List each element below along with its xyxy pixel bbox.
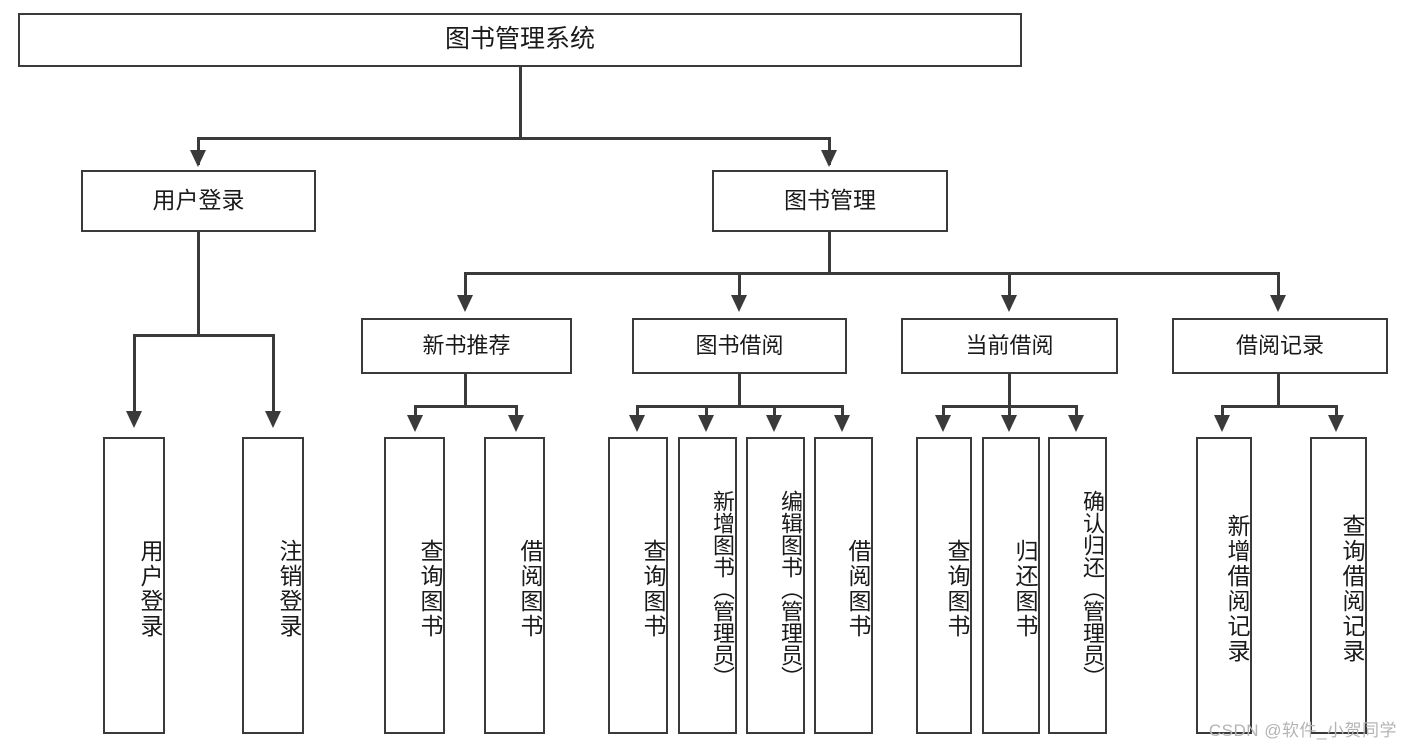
arrow-to-leaf-borrow-book-nbr <box>508 415 524 432</box>
edge-book-borrow-stem <box>738 374 741 408</box>
edge-borrow-record-bar <box>1221 405 1338 408</box>
edge-to-borrow-record <box>1277 272 1280 304</box>
edge-borrow-record-stem <box>1277 374 1280 408</box>
node-borrow-record[interactable]: 借阅记录 <box>1172 318 1388 374</box>
leaf-query-book-borrow[interactable]: 查询图书 <box>608 437 668 734</box>
csdn-watermark: CSDN @软件_小贺同学 <box>1208 721 1397 740</box>
edge-nbr-to-leaf-2 <box>515 405 518 420</box>
leaf-query-book-current[interactable]: 查询图书 <box>916 437 972 734</box>
edge-current-borrow-stem <box>1008 374 1011 408</box>
arrow-to-leaf-borrow-book-bb <box>834 415 850 432</box>
edge-bb-to-leaf-3 <box>773 405 776 420</box>
edge-user-login-to-leaf-2 <box>272 334 275 420</box>
edge-book-management-stem <box>828 232 831 274</box>
node-book-borrow[interactable]: 图书借阅 <box>632 318 847 374</box>
edge-nbr-to-leaf-1 <box>414 405 417 420</box>
edge-bb-to-leaf-2 <box>705 405 708 420</box>
edge-user-login-to-leaf-1 <box>133 334 136 420</box>
edge-cb-to-leaf-2 <box>1008 405 1011 420</box>
edge-root-stem <box>519 67 522 139</box>
edge-new-book-recommend-bar <box>414 405 518 408</box>
edge-to-new-book-recommend <box>464 272 467 304</box>
node-current-borrow[interactable]: 当前借阅 <box>901 318 1118 374</box>
edge-user-login-stem <box>197 232 200 337</box>
arrow-to-leaf-add-book <box>698 415 714 432</box>
leaf-confirm-return-admin[interactable]: 确认归还（管理员） <box>1048 437 1107 734</box>
edge-br-to-leaf-1 <box>1221 405 1224 420</box>
arrow-to-leaf-edit-book <box>766 415 782 432</box>
leaf-add-book-admin[interactable]: 新增图书（管理员） <box>678 437 737 734</box>
arrow-to-leaf-query-book-cb <box>935 415 951 432</box>
edge-book-borrow-bar <box>636 405 844 408</box>
edge-bb-to-leaf-1 <box>636 405 639 420</box>
leaf-add-borrow-record[interactable]: 新增借阅记录 <box>1196 437 1252 734</box>
arrow-to-book-management <box>821 150 837 167</box>
arrow-to-leaf-query-book-bb <box>629 415 645 432</box>
arrow-to-new-book-recommend <box>457 295 473 312</box>
arrow-to-leaf-logout <box>265 411 281 428</box>
leaf-borrow-book-recommend[interactable]: 借阅图书 <box>484 437 545 734</box>
edge-bb-to-leaf-4 <box>841 405 844 420</box>
arrow-to-book-borrow <box>731 295 747 312</box>
edge-cb-to-leaf-3 <box>1075 405 1078 420</box>
edge-new-book-recommend-stem <box>464 374 467 408</box>
edge-root-bar <box>197 137 831 140</box>
leaf-user-login[interactable]: 用户登录 <box>103 437 165 734</box>
edge-to-current-borrow <box>1008 272 1011 304</box>
arrow-to-current-borrow <box>1001 295 1017 312</box>
leaf-query-book-recommend[interactable]: 查询图书 <box>384 437 445 734</box>
leaf-borrow-book[interactable]: 借阅图书 <box>814 437 873 734</box>
arrow-to-leaf-add-record <box>1214 415 1230 432</box>
node-root-book-management-system[interactable]: 图书管理系统 <box>18 13 1022 67</box>
arrow-to-leaf-query-record <box>1328 415 1344 432</box>
node-new-book-recommend[interactable]: 新书推荐 <box>361 318 572 374</box>
arrow-to-leaf-query-book-nbr <box>407 415 423 432</box>
arrow-to-leaf-return-book <box>1001 415 1017 432</box>
leaf-edit-book-admin[interactable]: 编辑图书（管理员） <box>746 437 805 734</box>
arrow-to-borrow-record <box>1270 295 1286 312</box>
arrow-to-leaf-confirm-return <box>1068 415 1084 432</box>
arrow-to-leaf-user-login <box>126 411 142 428</box>
leaf-query-borrow-record[interactable]: 查询借阅记录 <box>1310 437 1367 734</box>
edge-user-login-bar <box>133 334 275 337</box>
arrow-to-user-login <box>190 150 206 167</box>
leaf-logout[interactable]: 注销登录 <box>242 437 304 734</box>
node-book-management[interactable]: 图书管理 <box>712 170 948 232</box>
edge-br-to-leaf-2 <box>1335 405 1338 420</box>
leaf-return-book[interactable]: 归还图书 <box>982 437 1040 734</box>
edge-to-book-borrow <box>738 272 741 304</box>
node-user-login[interactable]: 用户登录 <box>81 170 316 232</box>
edge-cb-to-leaf-1 <box>942 405 945 420</box>
edge-book-management-bar <box>464 272 1280 275</box>
